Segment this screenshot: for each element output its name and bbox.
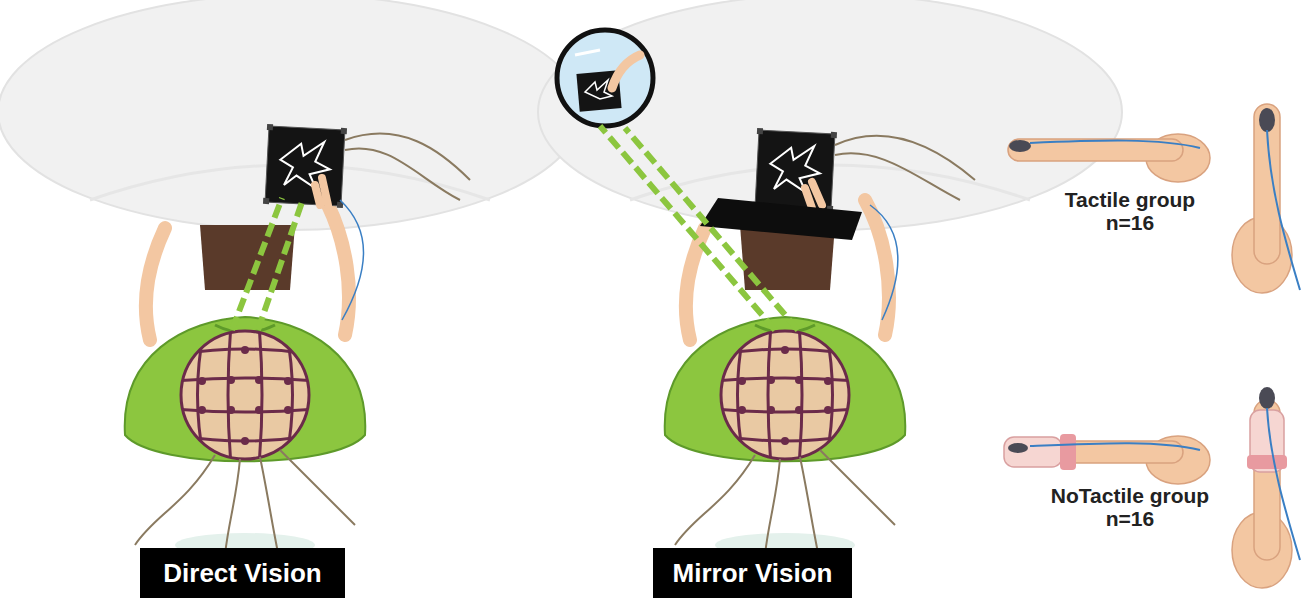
finger-sleeve xyxy=(1004,437,1062,467)
group-label: NoTactile group n=16 xyxy=(1040,484,1220,530)
table xyxy=(0,0,582,230)
occluding-panel xyxy=(700,198,862,240)
gaze-line xyxy=(232,198,282,330)
finger-wire xyxy=(1030,443,1200,450)
scene-label: Direct Vision xyxy=(163,558,321,589)
label-box: Mirror Vision xyxy=(653,548,852,598)
tablet-cable xyxy=(345,148,460,200)
finger-wire xyxy=(1030,141,1200,148)
hand xyxy=(315,178,328,205)
tablet xyxy=(263,124,347,208)
mirror xyxy=(557,30,653,126)
gaze-line xyxy=(600,126,775,330)
mirror-hand xyxy=(612,55,640,88)
gaze-line xyxy=(625,128,798,330)
index-finger xyxy=(1254,104,1280,264)
electrode-tip xyxy=(1259,387,1275,409)
tablet-cable xyxy=(835,136,975,180)
electrode-tip xyxy=(1009,140,1031,152)
tablet-cable xyxy=(835,153,960,200)
finger-wire xyxy=(1267,408,1300,560)
tablet xyxy=(753,128,837,212)
sleeve-band xyxy=(1247,455,1287,469)
group-label: Tactile group n=16 xyxy=(1055,188,1205,234)
finger-wire xyxy=(340,200,364,320)
hand xyxy=(805,182,822,208)
electrode-tip xyxy=(1259,108,1275,132)
table xyxy=(538,0,1122,230)
scene-label: Mirror Vision xyxy=(673,558,833,589)
tablet-cable xyxy=(345,134,470,180)
legs xyxy=(200,225,295,290)
sleeve-band xyxy=(1060,434,1076,470)
finger-wire xyxy=(1267,130,1300,290)
electrode-tip xyxy=(1008,443,1028,453)
mirror-glare xyxy=(575,50,600,55)
right-arm xyxy=(328,205,349,335)
gaze-line xyxy=(258,202,302,330)
label-box: Direct Vision xyxy=(140,548,345,598)
finger-wire xyxy=(870,205,898,320)
left-arm xyxy=(146,228,165,340)
